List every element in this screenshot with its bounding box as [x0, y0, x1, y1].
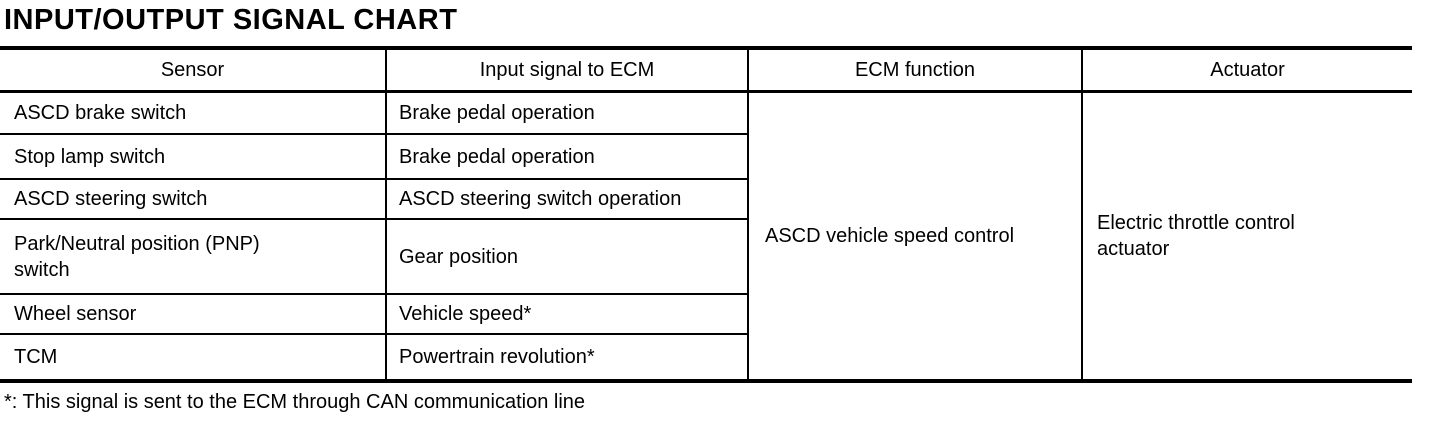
table-row: ASCD steering switch ASCD steering switc… [0, 179, 1412, 221]
sensor-cell: ASCD brake switch [0, 91, 387, 136]
column-header-ecm-function: ECM function [748, 48, 1083, 93]
sensor-cell: Stop lamp switch [0, 134, 387, 181]
table-row: Park/Neutral position (PNP) switch Gear … [0, 219, 1412, 296]
input-signal-cell: Vehicle speed* [386, 294, 749, 336]
header-row: Sensor Input signal to ECM ECM function … [0, 48, 1412, 93]
actuator-cell: Electric throttle control actuator [1097, 212, 1295, 261]
table-row: TCM Powertrain revolution* [0, 334, 1412, 383]
sensor-cell: Park/Neutral position (PNP) switch [0, 219, 387, 296]
column-header-actuator: Actuator [1082, 48, 1412, 93]
table-row: Stop lamp switch Brake pedal operation [0, 134, 1412, 181]
input-signal-cell: ASCD steering switch operation [386, 179, 749, 221]
document-page: INPUT/OUTPUT SIGNAL CHART Sensor Input s… [0, 4, 1456, 426]
column-header-sensor: Sensor [0, 48, 387, 93]
table-row: ASCD brake switch Brake pedal operation … [0, 91, 1412, 382]
footnote: *: This signal is sent to the ECM throug… [4, 391, 586, 414]
sensor-cell: Wheel sensor [0, 294, 387, 336]
input-signal-cell: Brake pedal operation [386, 91, 749, 136]
sensor-cell: ASCD steering switch [0, 179, 387, 221]
page-title: INPUT/OUTPUT SIGNAL CHART [4, 4, 458, 36]
ecm-function-cell: ASCD vehicle speed control [748, 91, 1083, 382]
table-row: Wheel sensor Vehicle speed* [0, 294, 1412, 336]
input-output-signal-table: Sensor Input signal to ECM ECM function … [0, 46, 1412, 384]
column-header-input-signal: Input signal to ECM [386, 48, 749, 93]
sensor-cell: TCM [0, 334, 387, 383]
input-signal-cell: Brake pedal operation [386, 134, 749, 181]
input-signal-cell: Gear position [386, 219, 749, 296]
input-signal-cell: Powertrain revolution* [386, 334, 749, 383]
